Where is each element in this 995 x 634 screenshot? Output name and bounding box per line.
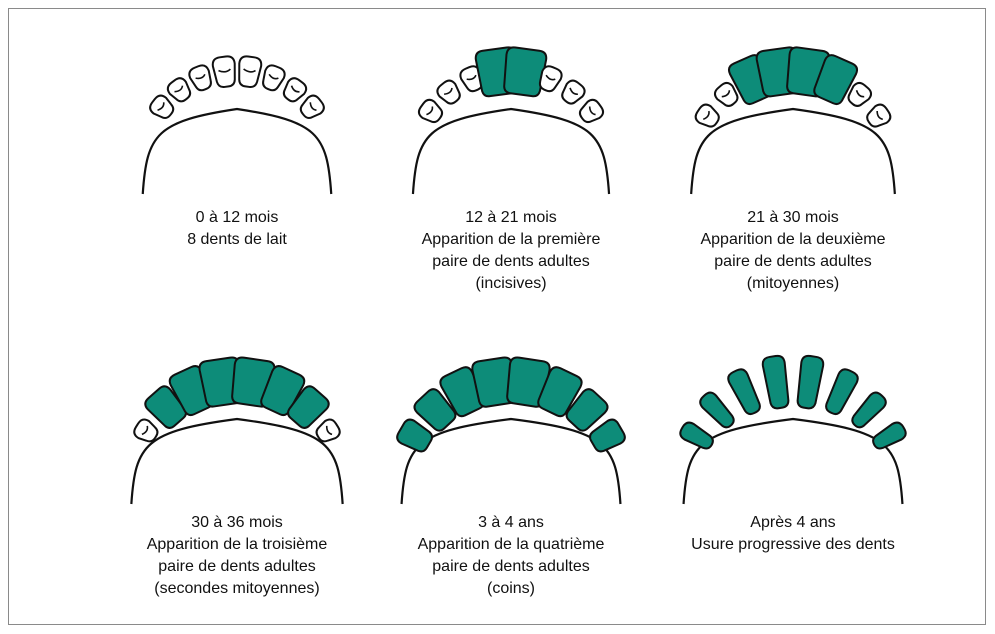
stage-panel-3: 21 à 30 mois Apparition de la deuxième p… xyxy=(643,29,943,295)
caption-line: 3 à 4 ans xyxy=(361,512,661,534)
milk-tooth xyxy=(212,56,238,89)
gum-line xyxy=(131,419,342,504)
caption-line: 30 à 36 mois xyxy=(87,512,387,534)
caption-line: (coins) xyxy=(361,578,661,600)
stage-panel-5: 3 à 4 ans Apparition de la quatrième pai… xyxy=(361,339,661,600)
caption-line: Usure progressive des dents xyxy=(643,534,943,556)
stage-caption-6: Après 4 ans Usure progressive des dents xyxy=(643,512,943,556)
milk-tooth xyxy=(576,97,606,126)
milk-tooth xyxy=(259,63,287,93)
jaw-diagram-4 xyxy=(117,339,357,504)
stage-panel-4: 30 à 36 mois Apparition de la troisième … xyxy=(87,339,387,600)
caption-line: Après 4 ans xyxy=(643,512,943,534)
caption-line: paire de dents adultes xyxy=(643,251,943,273)
caption-line: Apparition de la troisième xyxy=(87,534,387,556)
stage-caption-4: 30 à 36 mois Apparition de la troisième … xyxy=(87,512,387,600)
milk-tooth xyxy=(236,56,262,89)
stage-caption-2: 12 à 21 mois Apparition de la première p… xyxy=(361,207,661,295)
jaw-diagram-6 xyxy=(673,339,913,504)
caption-line: Apparition de la quatrième xyxy=(361,534,661,556)
caption-line: Apparition de la première xyxy=(361,229,661,251)
milk-tooth xyxy=(864,102,893,131)
adult-tooth xyxy=(501,46,547,97)
gum-line xyxy=(413,109,609,194)
stage-caption-3: 21 à 30 mois Apparition de la deuxième p… xyxy=(643,207,943,295)
jaw-diagram-3 xyxy=(688,29,898,199)
gum-line xyxy=(691,109,895,194)
milk-tooth xyxy=(558,78,587,108)
adult-tooth xyxy=(848,390,888,432)
gum-line xyxy=(402,419,621,504)
caption-line: paire de dents adultes xyxy=(361,251,661,273)
caption-line: (mitoyennes) xyxy=(643,273,943,295)
jaw-diagram-5 xyxy=(391,339,631,504)
milk-tooth xyxy=(416,97,446,126)
jaw-diagram-1 xyxy=(132,29,342,199)
adult-tooth xyxy=(726,367,764,417)
figure-frame: 0 à 12 mois 8 dents de lait 12 à 21 mois… xyxy=(8,8,986,625)
caption-line: 0 à 12 mois xyxy=(87,207,387,229)
caption-line: (incisives) xyxy=(361,273,661,295)
adult-tooth xyxy=(795,355,825,410)
stage-caption-5: 3 à 4 ans Apparition de la quatrième pai… xyxy=(361,512,661,600)
stage-panel-6: Après 4 ans Usure progressive des dents xyxy=(643,339,943,556)
stage-panel-1: 0 à 12 mois 8 dents de lait xyxy=(87,29,387,251)
gum-line xyxy=(684,419,903,504)
gum-line xyxy=(143,109,332,194)
adult-tooth xyxy=(697,390,737,432)
milk-tooth xyxy=(187,63,215,93)
caption-line: 8 dents de lait xyxy=(87,229,387,251)
caption-line: paire de dents adultes xyxy=(87,556,387,578)
caption-line: (secondes mitoyennes) xyxy=(87,578,387,600)
caption-line: paire de dents adultes xyxy=(361,556,661,578)
milk-tooth xyxy=(693,102,722,131)
adult-tooth xyxy=(762,355,792,410)
adult-tooth xyxy=(822,367,860,417)
stage-caption-1: 0 à 12 mois 8 dents de lait xyxy=(87,207,387,251)
milk-tooth xyxy=(313,417,342,446)
jaw-diagram-2 xyxy=(406,29,616,199)
caption-line: 21 à 30 mois xyxy=(643,207,943,229)
caption-line: Apparition de la deuxième xyxy=(643,229,943,251)
adult-tooth xyxy=(870,420,908,453)
milk-tooth xyxy=(132,417,161,446)
stage-panel-2: 12 à 21 mois Apparition de la première p… xyxy=(361,29,661,295)
caption-line: 12 à 21 mois xyxy=(361,207,661,229)
adult-tooth xyxy=(678,420,716,453)
milk-tooth xyxy=(435,78,464,108)
